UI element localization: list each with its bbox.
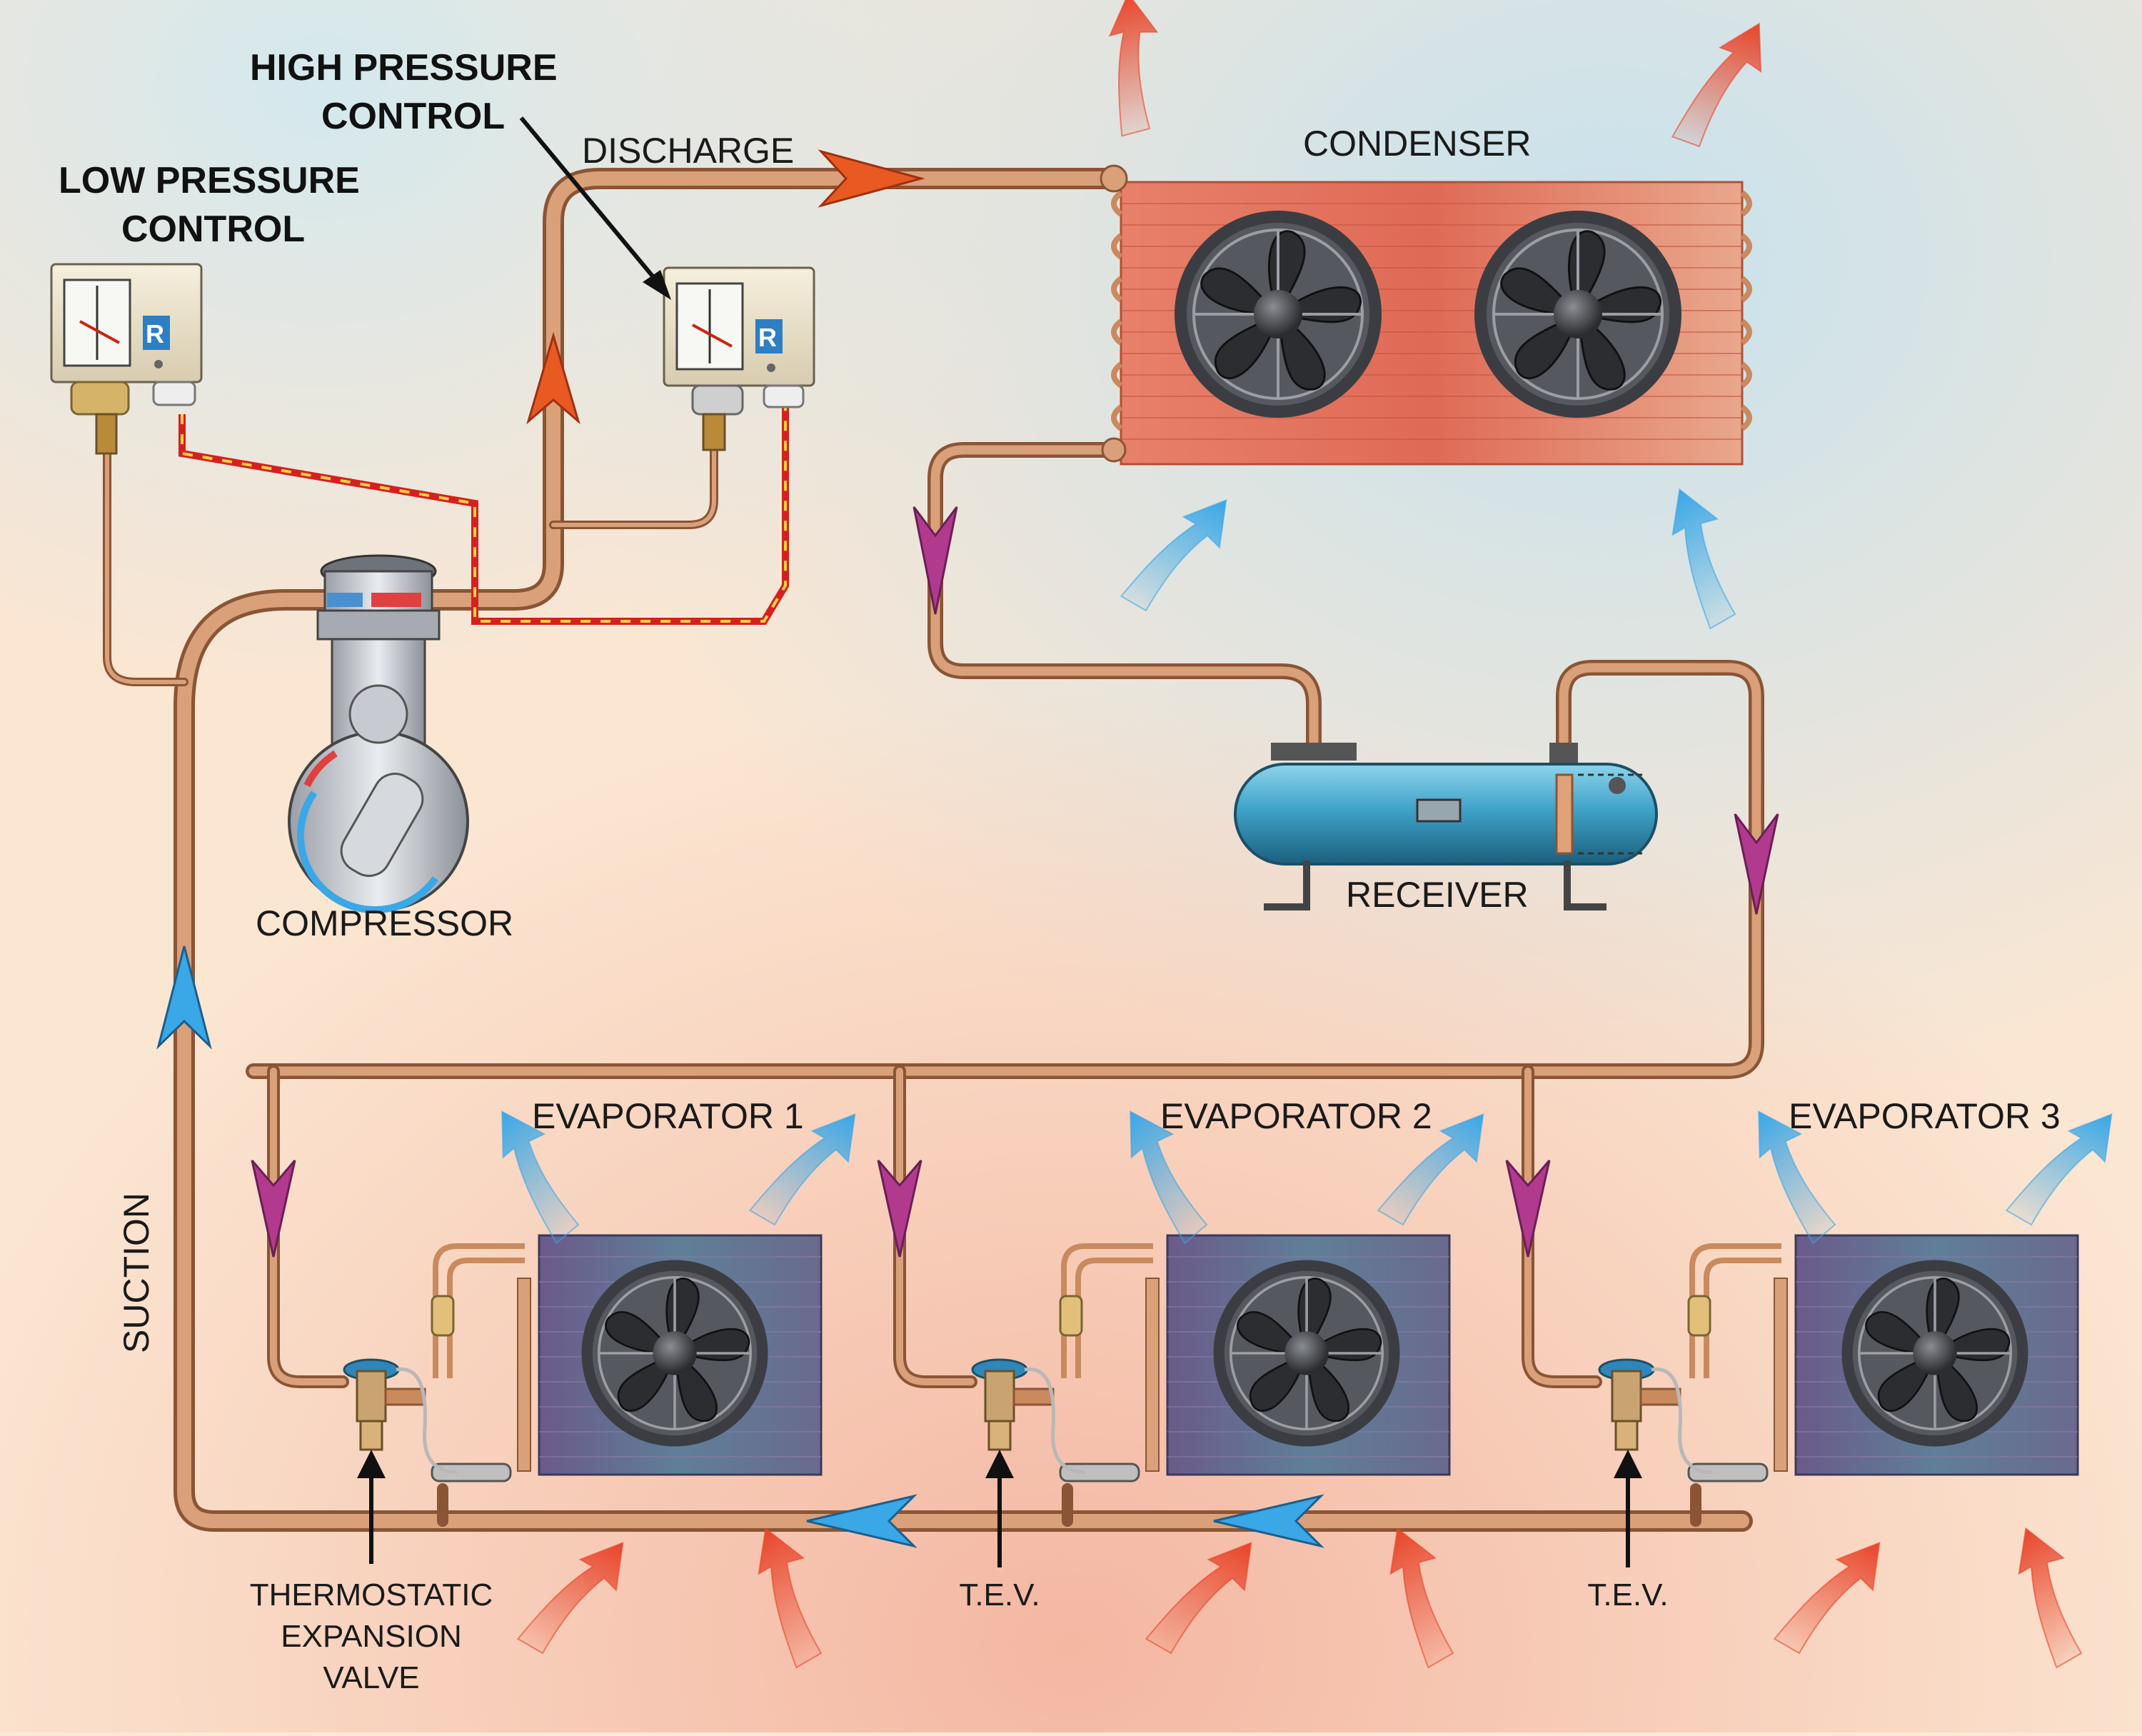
- evaporator-1-label: EVAPORATOR 1: [532, 1096, 804, 1136]
- tev-label-1-line-1: THERMOSTATIC: [250, 1577, 493, 1612]
- suction-label: SUCTION: [116, 1193, 156, 1353]
- fan-icon: [1473, 209, 1683, 419]
- receiver: [1234, 743, 1658, 910]
- tev-label-1-line-3: VALVE: [323, 1660, 419, 1695]
- compressor: [288, 554, 469, 914]
- control-wiring: [178, 407, 789, 625]
- evaporator-2: [1059, 1234, 1451, 1482]
- evaporator-2-label: EVAPORATOR 2: [1160, 1096, 1432, 1136]
- high-pressure-label-1: HIGH PRESSURE: [250, 47, 558, 89]
- tev-label-2: T.E.V.: [959, 1577, 1040, 1612]
- condenser: [1100, 164, 1752, 466]
- low-pressure-label-1: LOW PRESSURE: [59, 160, 360, 201]
- label-pointer: [519, 116, 663, 287]
- evaporator-3: [1687, 1234, 2079, 1482]
- expansion-valve-2: [971, 1358, 1086, 1475]
- flow-arrows: [156, 149, 1779, 1548]
- expansion-valve-3: [1598, 1358, 1713, 1475]
- high-pressure-label-2: CONTROL: [321, 96, 505, 137]
- fan-icon: [1173, 209, 1383, 419]
- pipework: [103, 168, 1764, 1532]
- tev-label-3: T.E.V.: [1587, 1577, 1668, 1612]
- expansion-valve-1: [343, 1358, 458, 1475]
- receiver-label: RECEIVER: [1346, 875, 1529, 915]
- low-pressure-label-2: CONTROL: [121, 209, 305, 250]
- evaporator-1: [431, 1234, 823, 1482]
- fan-icon: [1840, 1258, 2030, 1448]
- tev-pointers: [369, 1471, 1630, 1567]
- condenser-label: CONDENSER: [1303, 124, 1531, 164]
- pressure-switch-icon: [50, 263, 203, 383]
- pressure-switch-icon: [663, 266, 815, 387]
- evaporator-3-label: EVAPORATOR 3: [1789, 1096, 2061, 1136]
- fan-icon: [580, 1258, 770, 1448]
- low-pressure-control: [50, 263, 203, 455]
- compressor-label: COMPRESSOR: [256, 903, 513, 943]
- tev-label-1-line-2: EXPANSION: [281, 1619, 461, 1654]
- fan-icon: [1212, 1258, 1402, 1448]
- discharge-label: DISCHARGE: [582, 131, 794, 171]
- high-pressure-control: [663, 266, 815, 451]
